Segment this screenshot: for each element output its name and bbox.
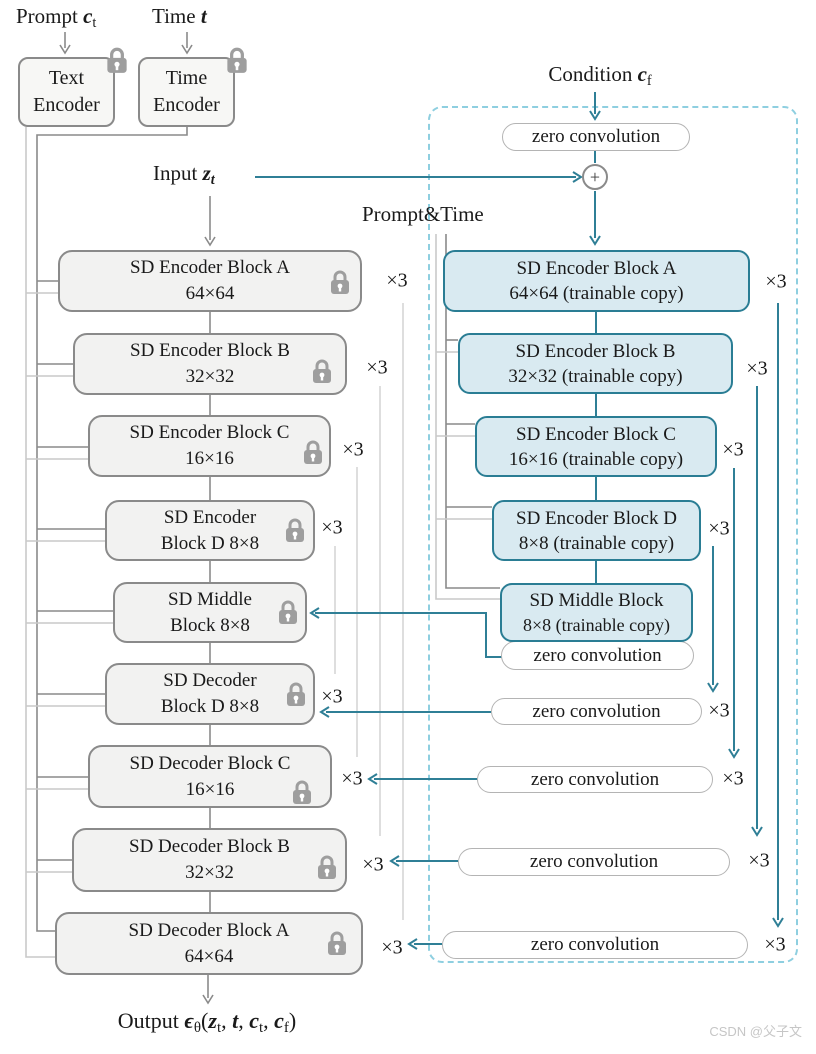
sd-decoder-block-c-locked: SD Decoder Block C 16×16 bbox=[88, 745, 332, 808]
prompt-time-label: Prompt&Time bbox=[362, 202, 484, 226]
block-title: SD Encoder Block C bbox=[516, 423, 676, 445]
times3-label: ×3 bbox=[748, 849, 770, 872]
zero-convolution-label: zero convolution bbox=[530, 934, 660, 955]
lock-icon bbox=[107, 47, 127, 73]
times3-label: ×3 bbox=[381, 936, 403, 959]
block-title: SD Encoder Block B bbox=[130, 340, 290, 361]
block-size: 32×32 bbox=[185, 366, 235, 387]
block-title: SD Encoder Block D bbox=[516, 507, 677, 529]
block-title: SD Decoder Block C bbox=[129, 752, 291, 774]
sd-encoder-block-a-locked: SD Encoder Block A 64×64 bbox=[58, 250, 362, 312]
lock-icon bbox=[287, 682, 305, 706]
text-encoder-block: Text Encoder bbox=[18, 57, 115, 127]
trainable-region-dashed-border bbox=[428, 106, 798, 963]
times3-label: ×3 bbox=[321, 516, 343, 539]
time-label: Time t bbox=[152, 4, 207, 28]
zero-convolution-decoder-d: zero convolution bbox=[491, 698, 702, 725]
time-encoder-block: Time Encoder bbox=[138, 57, 235, 127]
times3-label: ×3 bbox=[362, 853, 384, 876]
block-size: 16×16 bbox=[185, 778, 235, 800]
block-size: Block D 8×8 bbox=[160, 696, 260, 717]
prompt-label: Prompt ct bbox=[16, 4, 97, 31]
times3-label: ×3 bbox=[321, 685, 343, 708]
time-encoder-line1: Time bbox=[165, 67, 208, 89]
block-title: SD Encoder bbox=[163, 506, 257, 528]
block-title: SD Decoder Block A bbox=[128, 919, 290, 941]
times3-label: ×3 bbox=[386, 269, 408, 292]
times3-label: ×3 bbox=[366, 356, 388, 379]
block-title: SD Encoder Block B bbox=[515, 340, 676, 362]
block-title: SD Encoder Block A bbox=[516, 258, 677, 279]
lock-icon bbox=[331, 270, 349, 294]
block-size: 16×16 (trainable copy) bbox=[508, 448, 684, 470]
lock-icon bbox=[227, 47, 247, 73]
sd-decoder-block-a-locked: SD Decoder Block A 64×64 bbox=[55, 912, 363, 975]
block-title: SD Decoder Block B bbox=[129, 836, 290, 857]
block-size: 32×32 (trainable copy) bbox=[508, 365, 683, 387]
sd-decoder-block-d-locked: SD Decoder Block D 8×8 bbox=[105, 663, 315, 725]
zero-convolution-label: zero convolution bbox=[532, 700, 661, 722]
sd-encoder-block-b-trainable: SD Encoder Block B 32×32 (trainable copy… bbox=[458, 333, 733, 394]
sd-encoder-block-b-locked: SD Encoder Block B 32×32 bbox=[73, 333, 347, 395]
times3-label: ×3 bbox=[708, 517, 730, 540]
block-title: SD Encoder Block A bbox=[130, 257, 290, 278]
input-label: Input zt bbox=[153, 161, 215, 188]
plus-sign: + bbox=[589, 167, 601, 187]
lock-icon bbox=[313, 359, 331, 383]
times3-label: ×3 bbox=[722, 438, 744, 461]
block-size: 64×64 (trainable copy) bbox=[509, 283, 684, 304]
block-title: SD Middle Block bbox=[529, 589, 664, 611]
zero-convolution-label: zero convolution bbox=[531, 126, 661, 147]
sd-middle-block-locked: SD Middle Block 8×8 bbox=[113, 582, 307, 643]
sd-encoder-block-c-trainable: SD Encoder Block C 16×16 (trainable copy… bbox=[475, 416, 717, 477]
zero-convolution-label: zero convolution bbox=[533, 644, 662, 666]
zero-convolution-decoder-b: zero convolution bbox=[458, 848, 730, 876]
text-encoder-line2: Encoder bbox=[33, 94, 100, 116]
zero-convolution-middle: zero convolution bbox=[501, 641, 694, 670]
times3-label: ×3 bbox=[765, 270, 787, 293]
block-size: 64×64 bbox=[184, 945, 234, 967]
block-size: 64×64 bbox=[185, 283, 235, 304]
sd-encoder-block-a-trainable: SD Encoder Block A 64×64 (trainable copy… bbox=[443, 250, 750, 312]
zero-convolution-decoder-c: zero convolution bbox=[477, 766, 713, 793]
block-title: SD Middle bbox=[168, 588, 252, 610]
zero-convolution-decoder-a: zero convolution bbox=[442, 931, 748, 959]
lock-icon bbox=[318, 855, 336, 879]
sd-encoder-block-c-locked: SD Encoder Block C 16×16 bbox=[88, 415, 331, 477]
watermark: CSDN @父子文 bbox=[709, 1024, 802, 1039]
zero-convolution-label: zero convolution bbox=[529, 851, 659, 872]
lock-icon bbox=[304, 440, 322, 464]
lock-icon bbox=[279, 600, 297, 624]
times3-label: ×3 bbox=[708, 699, 730, 722]
block-size: 8×8 (trainable copy) bbox=[522, 614, 671, 635]
sum-junction-icon: + bbox=[582, 164, 608, 190]
block-title: SD Decoder bbox=[163, 670, 257, 691]
output-label: Output ϵθ(zt, t, ct, cf) bbox=[117, 1008, 297, 1037]
text-encoder-line1: Text bbox=[48, 67, 85, 89]
condition-label: Condition cf bbox=[548, 62, 652, 89]
lock-icon bbox=[293, 780, 311, 804]
times3-label: ×3 bbox=[746, 357, 768, 380]
lock-icon bbox=[286, 518, 304, 542]
sd-encoder-block-d-locked: SD Encoder Block D 8×8 bbox=[105, 500, 315, 561]
sd-middle-block-trainable: SD Middle Block 8×8 (trainable copy) bbox=[500, 583, 693, 642]
times3-label: ×3 bbox=[764, 933, 786, 956]
times3-label: ×3 bbox=[342, 438, 364, 461]
block-size: Block 8×8 bbox=[170, 614, 250, 636]
times3-label: ×3 bbox=[722, 767, 744, 790]
lock-icon bbox=[328, 931, 346, 955]
block-size: 8×8 (trainable copy) bbox=[518, 532, 675, 554]
zero-convolution-label: zero convolution bbox=[530, 768, 660, 790]
block-title: SD Encoder Block C bbox=[129, 422, 290, 443]
block-size: 16×16 bbox=[185, 448, 234, 469]
sd-decoder-block-b-locked: SD Decoder Block B 32×32 bbox=[72, 828, 347, 892]
times3-label: ×3 bbox=[341, 767, 363, 790]
block-size: Block D 8×8 bbox=[160, 532, 260, 554]
time-encoder-line2: Encoder bbox=[153, 94, 220, 116]
sd-encoder-block-d-trainable: SD Encoder Block D 8×8 (trainable copy) bbox=[492, 500, 701, 561]
block-size: 32×32 bbox=[185, 862, 234, 883]
zero-convolution-input: zero convolution bbox=[502, 123, 690, 151]
